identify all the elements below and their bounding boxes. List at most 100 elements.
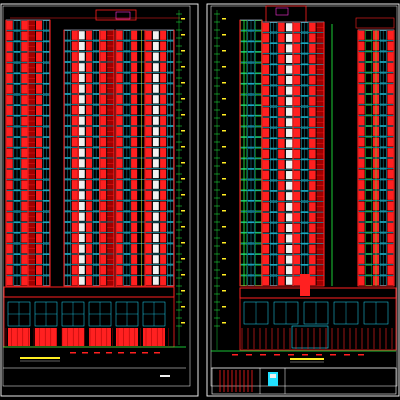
window-red xyxy=(21,159,28,169)
window-red xyxy=(278,22,285,32)
window-white xyxy=(285,139,293,148)
title-block-logo xyxy=(268,372,278,386)
window-red xyxy=(35,276,43,286)
podium-cornice xyxy=(3,286,175,298)
dimension-label xyxy=(222,98,226,100)
window-red xyxy=(262,107,270,117)
window-green xyxy=(254,63,262,73)
window-red xyxy=(293,117,301,127)
window-red xyxy=(387,265,394,275)
window-red xyxy=(86,30,92,40)
window-red xyxy=(35,148,43,158)
window-white xyxy=(78,255,85,264)
window-white xyxy=(285,276,293,285)
window-green xyxy=(254,94,262,105)
window-red xyxy=(358,254,365,264)
window-red xyxy=(116,62,123,72)
window-red xyxy=(309,212,316,222)
window-red xyxy=(358,233,365,243)
window-white xyxy=(285,23,293,32)
roof-machine-room xyxy=(265,5,307,23)
title-block-frame xyxy=(211,367,397,395)
dimension-label xyxy=(222,34,226,36)
window-red xyxy=(309,75,316,85)
window-red xyxy=(145,233,152,243)
window-red xyxy=(278,128,285,138)
window-red xyxy=(35,137,43,147)
window-red xyxy=(131,233,138,243)
window-red xyxy=(262,65,270,74)
window-red xyxy=(293,223,301,233)
window-red xyxy=(262,149,270,159)
window-red xyxy=(145,84,152,94)
window-red xyxy=(262,265,270,275)
window-red xyxy=(293,202,301,212)
axis-bubble xyxy=(94,352,100,354)
dimension-label xyxy=(181,130,185,132)
window-red xyxy=(86,84,92,94)
window-red xyxy=(86,105,92,115)
left-elevation-sheet xyxy=(0,3,199,397)
dimension-label xyxy=(222,242,226,244)
window-red xyxy=(116,276,123,286)
window-red xyxy=(21,105,28,115)
window-red xyxy=(358,94,365,104)
window-red xyxy=(71,105,78,115)
window-red xyxy=(116,158,123,168)
window-white xyxy=(78,244,85,253)
window-green xyxy=(254,52,262,63)
window-red xyxy=(116,126,123,136)
window-green xyxy=(365,275,373,286)
window-red xyxy=(86,116,92,126)
window-red xyxy=(21,137,28,147)
window-red xyxy=(145,62,152,72)
window-red xyxy=(21,127,28,137)
window-white xyxy=(285,65,293,74)
window-red xyxy=(160,94,167,104)
window-white xyxy=(285,213,293,222)
podium-base-panel xyxy=(89,328,111,346)
window-red xyxy=(293,43,301,53)
window-red xyxy=(160,201,167,211)
window-red xyxy=(358,244,365,254)
window-red xyxy=(116,105,123,115)
window-red xyxy=(387,73,394,83)
window-red xyxy=(278,96,285,106)
dimension-label xyxy=(222,194,226,196)
window-red xyxy=(262,128,270,138)
window-red xyxy=(358,41,365,51)
window-red xyxy=(262,244,270,254)
window-red xyxy=(6,233,13,243)
window-red xyxy=(21,276,28,286)
window-red xyxy=(100,41,107,51)
window-red xyxy=(6,222,13,232)
window-red xyxy=(6,148,13,158)
window-red xyxy=(21,212,28,222)
window-red xyxy=(358,265,365,275)
window-red xyxy=(35,233,43,243)
window-red xyxy=(278,43,285,53)
window-red xyxy=(309,54,316,64)
podium-body xyxy=(239,297,397,351)
window-red xyxy=(387,41,394,51)
window-red xyxy=(293,191,301,201)
window-red xyxy=(6,52,13,62)
dimension-label xyxy=(222,258,226,260)
window-white xyxy=(285,128,293,137)
window-red xyxy=(145,212,152,222)
sheet-border xyxy=(0,3,199,397)
window-red xyxy=(262,181,270,191)
window-red xyxy=(387,52,394,62)
window-red xyxy=(278,33,285,43)
window-white xyxy=(78,63,85,72)
axis-bubble xyxy=(130,352,136,354)
window-red xyxy=(6,74,13,84)
window-red xyxy=(278,75,285,85)
window-red xyxy=(100,276,107,286)
window-green xyxy=(365,265,373,275)
window-red xyxy=(278,160,285,170)
dimension-label xyxy=(181,306,185,308)
window-red xyxy=(6,212,13,222)
